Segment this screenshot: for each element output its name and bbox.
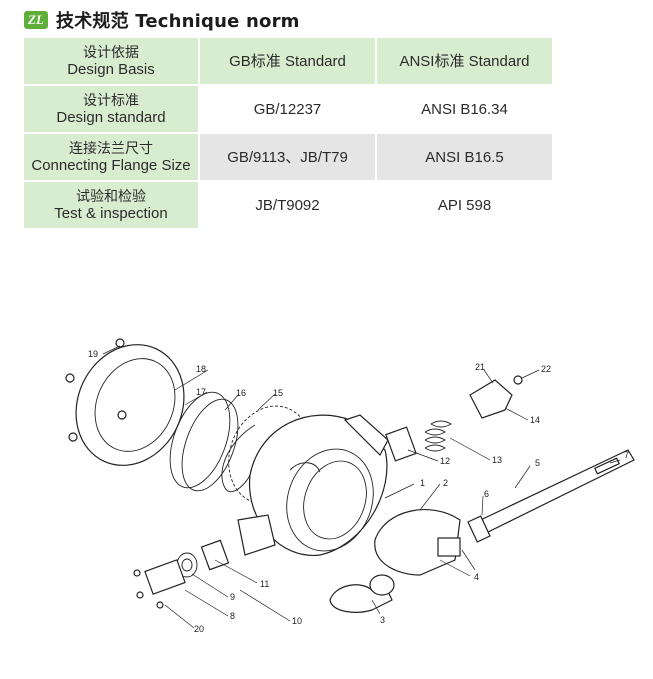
gb-cell: GB标准 Standard: [199, 38, 377, 86]
table-row: 试验和检验 Test & inspection JB/T9092 API 598: [24, 181, 552, 230]
end-flange-cover: [65, 338, 185, 466]
part-label-12: 12: [440, 456, 450, 466]
gb-cell: GB/12237: [199, 85, 377, 134]
gb-cell: GB/9113、JB/T79: [199, 133, 377, 182]
part-label-6: 6: [484, 489, 489, 499]
part-label-8: 8: [230, 611, 235, 621]
spring: [424, 420, 452, 452]
ansi-cell: ANSI标准 Standard: [376, 38, 552, 86]
table-row: 连接法兰尺寸 Connecting Flange Size GB/9113、JB…: [24, 133, 552, 182]
part-label-19: 19: [88, 349, 98, 359]
row-label-cn: 设计依据: [83, 44, 139, 60]
stem-shaft: [467, 449, 635, 543]
row-label-en: Connecting Flange Size: [31, 157, 191, 174]
table-row: 设计标准 Design standard GB/12237 ANSI B16.3…: [24, 85, 552, 134]
gb-cell: JB/T9092: [199, 181, 377, 230]
part-label-2: 2: [443, 478, 448, 488]
row-label: 设计标准 Design standard: [24, 85, 200, 134]
part-label-9: 9: [230, 592, 235, 602]
part-label-4: 4: [474, 572, 479, 582]
part-label-1: 1: [420, 478, 425, 488]
part-label-11: 11: [260, 579, 269, 589]
spring-housing: [469, 375, 523, 419]
part-label-15: 15: [273, 388, 283, 398]
table-row: 设计依据 Design Basis GB标准 Standard ANSI标准 S…: [24, 38, 552, 86]
bushing: [385, 426, 417, 462]
part-label-16: 16: [236, 388, 246, 398]
row-label-en: Design Basis: [67, 61, 155, 78]
row-label-en: Test & inspection: [54, 205, 168, 222]
technique-norm-table: 设计依据 Design Basis GB标准 Standard ANSI标准 S…: [24, 38, 552, 230]
ansi-cell: ANSI B16.34: [376, 85, 552, 134]
part-label-10: 10: [292, 616, 302, 626]
row-label-cn: 设计标准: [83, 92, 139, 108]
part-label-17: 17: [196, 387, 206, 397]
part-label-5: 5: [535, 458, 540, 468]
leader-lines: [102, 345, 621, 629]
ansi-cell: ANSI B16.5: [376, 133, 552, 182]
part-label-14: 14: [530, 415, 540, 425]
part-label-20: 20: [194, 624, 204, 634]
part-label-13: 13: [492, 455, 502, 465]
yoke-plate: [374, 509, 476, 576]
page-header: ZL 技术规范 Technique norm: [24, 8, 300, 32]
row-label: 设计依据 Design Basis: [24, 38, 200, 86]
gland-parts: [133, 539, 230, 609]
row-label-cn: 连接法兰尺寸: [69, 140, 153, 156]
row-label: 连接法兰尺寸 Connecting Flange Size: [24, 133, 200, 182]
part-number-labels: 19 18 17 16 15 1 2 12 13 14 21 22 4 3 5 …: [88, 349, 629, 634]
row-label: 试验和检验 Test & inspection: [24, 181, 200, 230]
brand-logo: ZL: [24, 11, 48, 29]
part-label-18: 18: [196, 364, 206, 374]
row-label-cn: 试验和检验: [76, 188, 146, 204]
row-label-en: Design standard: [56, 109, 166, 126]
handle: [329, 574, 395, 613]
seal-rings: [169, 391, 256, 493]
valve-body: [237, 414, 389, 556]
page-title: 技术规范 Technique norm: [56, 11, 300, 32]
part-label-7: 7: [624, 450, 629, 460]
part-label-22: 22: [541, 364, 551, 374]
ansi-cell: API 598: [376, 181, 552, 230]
part-label-3: 3: [380, 615, 385, 625]
part-label-21: 21: [475, 362, 485, 372]
